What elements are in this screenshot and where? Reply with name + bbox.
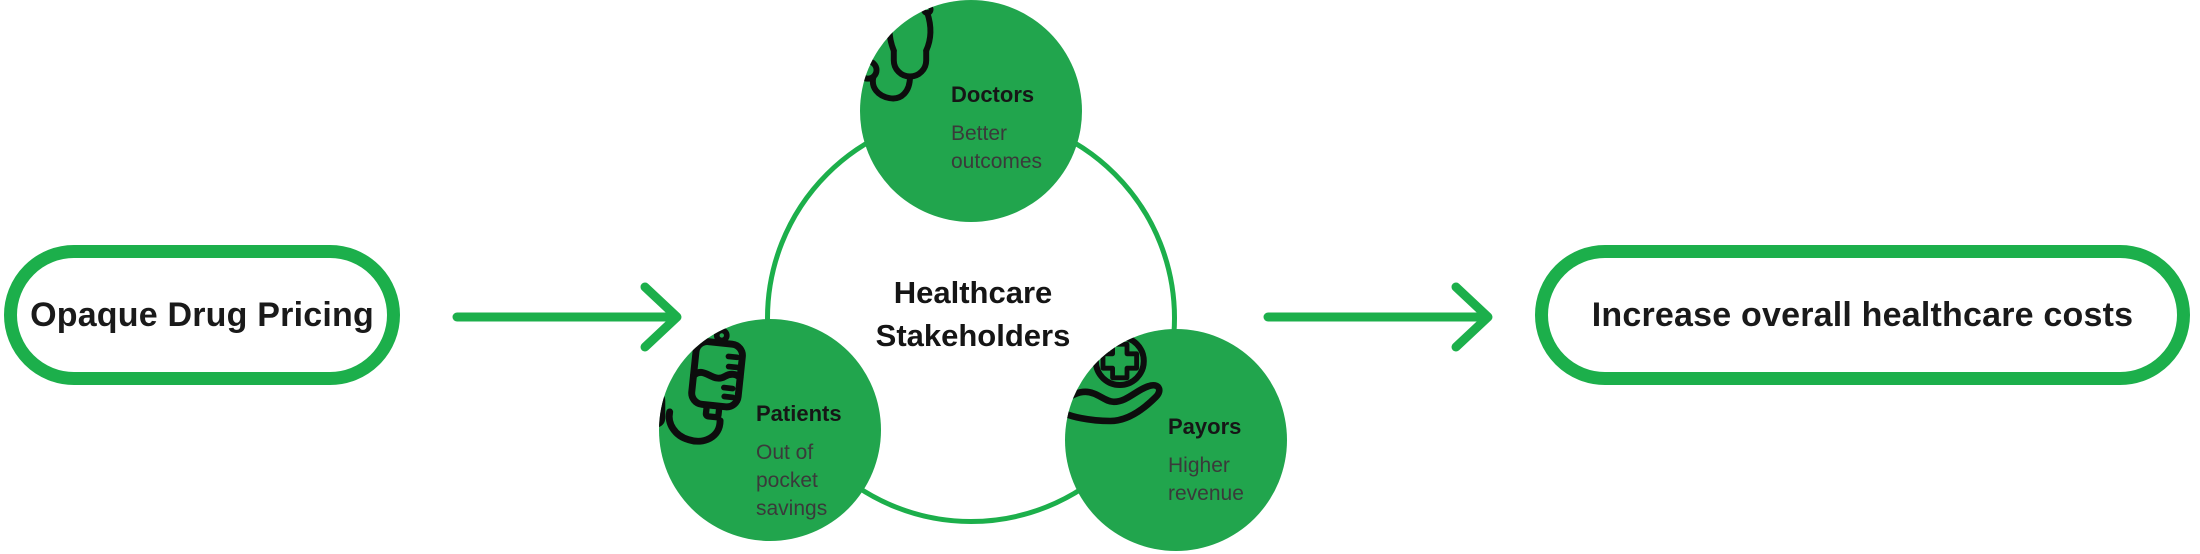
node-title: Doctors	[951, 82, 1035, 107]
node-subtitle: Higher revenue	[1168, 454, 1244, 505]
increase-costs-label: Increase overall healthcare costs	[1591, 295, 2134, 334]
node-payors: Payors Higher revenue	[1065, 329, 1287, 551]
flow-arrow-icon	[1263, 282, 1493, 352]
node-text-block: Doctors Better outcomes	[951, 82, 1069, 176]
hand-cross-icon	[1065, 334, 1163, 425]
node-subtitle: Out of pocket savings	[756, 441, 828, 520]
node-title: Patients	[756, 401, 842, 426]
node-title: Payors	[1168, 414, 1242, 439]
opaque-drug-pricing-box: Opaque Drug Pricing	[4, 245, 400, 385]
increase-costs-box: Increase overall healthcare costs	[1535, 245, 2190, 385]
node-patients: Patients Out of pocket savings	[659, 319, 881, 541]
stethoscope-icon	[860, 2, 934, 102]
node-text-block: Patients Out of pocket savings	[756, 401, 842, 523]
node-subtitle: Better outcomes	[951, 122, 1043, 173]
node-text-block: Payors Higher revenue	[1168, 414, 1266, 508]
node-doctors: Doctors Better outcomes	[860, 0, 1082, 222]
iv-bag-icon	[659, 327, 746, 445]
opaque-drug-pricing-label: Opaque Drug Pricing	[30, 295, 374, 334]
flow-arrow-icon	[452, 282, 682, 352]
center-title: Healthcare Stakeholders	[875, 275, 1071, 353]
